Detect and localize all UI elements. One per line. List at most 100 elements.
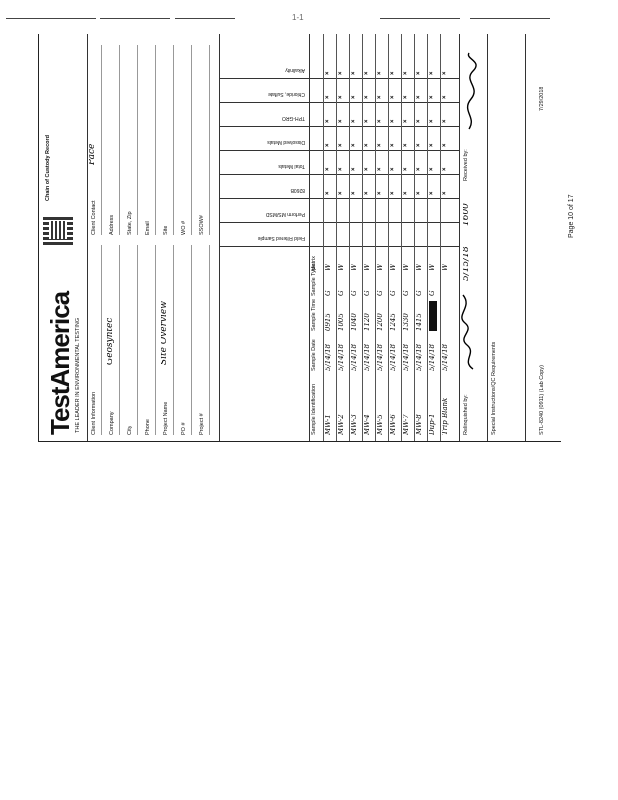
- received-label: Received by:: [463, 149, 469, 181]
- sample-id: Dup-1: [429, 413, 436, 435]
- scan-line: [380, 18, 460, 19]
- chain-of-custody-form: TestAmerica THE LEADER IN ENVIRONMENTAL …: [38, 34, 561, 442]
- logo-tagline: THE LEADER IN ENVIRONMENTAL TESTING: [75, 317, 81, 433]
- field-underline: [173, 245, 174, 435]
- sample-matrix: W: [325, 264, 332, 271]
- analysis-check-mark: ×: [442, 143, 448, 147]
- analysis-check-mark: ×: [325, 143, 331, 147]
- sample-time: 1415: [416, 313, 423, 331]
- analysis-check-mark: ×: [377, 95, 383, 99]
- form-sheet: TestAmerica THE LEADER IN ENVIRONMENTAL …: [38, 34, 561, 442]
- analysis-check-mark: ×: [429, 167, 435, 171]
- sample-matrix: W: [390, 264, 397, 271]
- analysis-check-mark: ×: [377, 71, 383, 75]
- analysis-check-mark: ×: [416, 143, 422, 147]
- field-value: Site Overview: [161, 301, 168, 365]
- analysis-check-mark: ×: [377, 191, 383, 195]
- analysis-check-mark: ×: [390, 95, 396, 99]
- analysis-check-mark: ×: [351, 167, 357, 171]
- field-underline: [137, 45, 138, 235]
- sample-matrix: W: [442, 264, 449, 271]
- sample-id: MW-4: [364, 414, 371, 435]
- analysis-label: Dissolved Metals: [267, 139, 305, 145]
- sample-column-header: Sample Time: [311, 298, 317, 331]
- analysis-check-mark: ×: [351, 71, 357, 75]
- signature-relinquished: [459, 291, 483, 371]
- sample-type: G: [390, 290, 397, 296]
- sample-column-header: Matrix: [311, 256, 317, 271]
- field-value: Geosyntec: [107, 317, 114, 365]
- analysis-check-mark: ×: [416, 119, 422, 123]
- sample-date: 5/14/18: [351, 344, 358, 371]
- signature-received: [459, 51, 483, 131]
- analysis-check-mark: ×: [364, 191, 370, 195]
- analysis-check-mark: ×: [429, 95, 435, 99]
- analysis-check-mark: ×: [403, 71, 409, 75]
- scan-page-mark: 1-1: [292, 13, 304, 22]
- field-underline: [191, 245, 192, 435]
- field-underline: [209, 245, 210, 435]
- scan-top-edge: 1-1: [0, 13, 618, 24]
- field-label: Project Name: [163, 401, 169, 435]
- sample-column-header: Sample Date: [311, 339, 317, 371]
- scan-line: [175, 18, 235, 19]
- field-label: Email: [145, 221, 151, 235]
- sample-id: MW-6: [390, 414, 397, 435]
- sample-id: MW-7: [403, 414, 410, 435]
- analysis-check-mark: ×: [403, 95, 409, 99]
- sample-date: 5/14/18: [442, 344, 449, 371]
- sample-type: G: [351, 290, 358, 296]
- analysis-label: Perform MS/MSD: [265, 211, 305, 217]
- sample-type: G: [364, 290, 371, 296]
- divider: [309, 34, 310, 441]
- barcode-icon: [43, 215, 73, 245]
- field-label: Address: [109, 214, 115, 235]
- field-underline: [119, 45, 120, 235]
- field-label: City: [127, 425, 133, 435]
- scan-line: [100, 18, 170, 19]
- scan-line: [470, 18, 550, 19]
- analysis-check-mark: ×: [338, 143, 344, 147]
- sample-id: MW-1: [325, 414, 332, 435]
- analysis-check-mark: ×: [338, 71, 344, 75]
- sample-matrix: W: [364, 264, 371, 271]
- sample-time: 1040: [351, 313, 358, 331]
- analysis-label: Chloride, Sulfate: [268, 91, 305, 97]
- analysis-label: TPH-GRO: [281, 115, 305, 121]
- sample-id: MW-3: [351, 414, 358, 435]
- analysis-check-mark: ×: [442, 119, 448, 123]
- analysis-check-mark: ×: [403, 143, 409, 147]
- analysis-check-mark: ×: [377, 119, 383, 123]
- analysis-check-mark: ×: [442, 95, 448, 99]
- analysis-check-mark: ×: [338, 95, 344, 99]
- form-title: Chain of Custody Record: [45, 134, 51, 201]
- analysis-check-mark: ×: [403, 119, 409, 123]
- sample-date: 5/14/18: [364, 344, 371, 371]
- analysis-check-mark: ×: [390, 119, 396, 123]
- analysis-check-mark: ×: [325, 71, 331, 75]
- sample-date: 5/14/18: [377, 344, 384, 371]
- analysis-check-mark: ×: [442, 167, 448, 171]
- analysis-check-mark: ×: [338, 167, 344, 171]
- analysis-label: Alkalinity: [285, 67, 305, 73]
- sample-matrix: W: [338, 264, 345, 271]
- sample-matrix: W: [429, 264, 436, 271]
- sample-date: 5/14/18: [390, 344, 397, 371]
- field-label: Phone: [145, 419, 151, 435]
- analysis-label: 8260B: [290, 187, 305, 193]
- analysis-check-mark: ×: [377, 143, 383, 147]
- field-label: SSOW#: [199, 215, 205, 235]
- footer-ref: STL-8240 (0911) (Lab Copy): [539, 365, 545, 435]
- analysis-check-mark: ×: [390, 191, 396, 195]
- analysis-check-mark: ×: [338, 119, 344, 123]
- field-label: PO #: [181, 422, 187, 435]
- analysis-label: Total Metals: [278, 163, 305, 169]
- analysis-check-mark: ×: [416, 167, 422, 171]
- field-underline: [155, 45, 156, 235]
- sample-type: G: [403, 290, 410, 296]
- sample-type: G: [338, 290, 345, 296]
- sample-date: 5/14/18: [325, 344, 332, 371]
- scan-line: [6, 18, 96, 19]
- analysis-check-mark: ×: [351, 191, 357, 195]
- field-label: State, Zip: [127, 211, 133, 235]
